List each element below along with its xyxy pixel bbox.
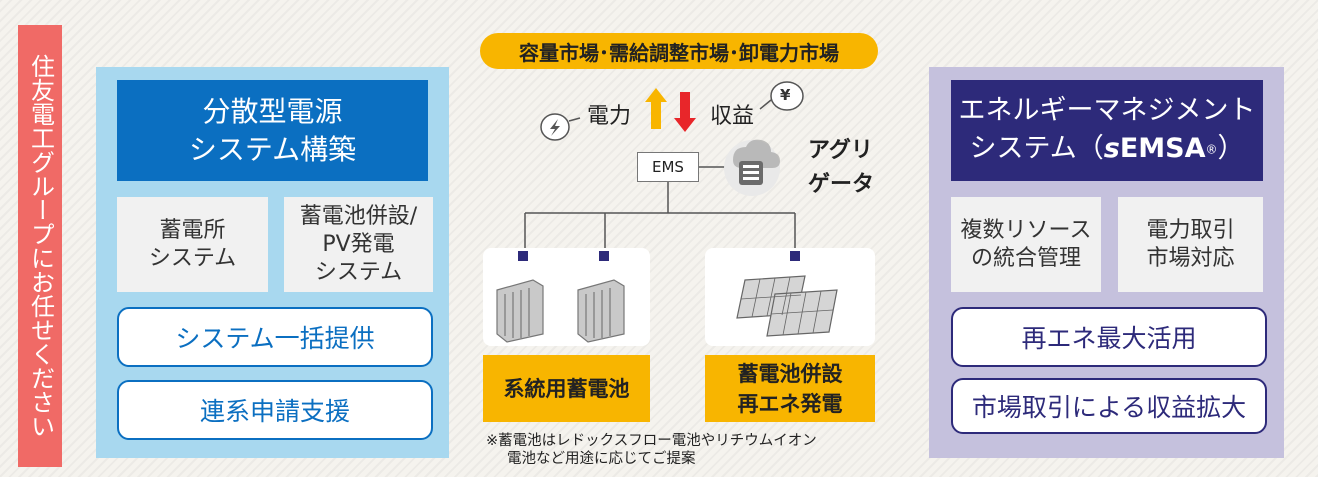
card-line: システム xyxy=(314,259,403,285)
solar-facility xyxy=(705,248,875,346)
grid-application-pill: 連系申請支援 xyxy=(117,380,433,440)
ems-title: エネルギーマネジメント システム（sEMSA®） xyxy=(951,80,1263,181)
title-part: ） xyxy=(1217,133,1245,165)
pv-storage-card: 蓄電池併設/ PV発電 システム xyxy=(284,197,433,292)
storage-station-card: 蓄電所 システム xyxy=(117,197,268,292)
aggregator-line: アグリ xyxy=(808,138,873,163)
card-line: 市場対応 xyxy=(1146,245,1235,271)
card-line: 電力取引 xyxy=(1146,217,1235,243)
multi-resource-card: 複数リソース の統合管理 xyxy=(951,197,1101,292)
card-line: 蓄電所 xyxy=(159,217,226,243)
label-line: 蓄電池併設 xyxy=(737,361,843,386)
label-line: 再エネ発電 xyxy=(737,391,843,416)
ems-box: EMS xyxy=(637,152,699,182)
markets-banner: 容量市場･需給調整市場･卸電力市場 xyxy=(480,33,878,69)
power-up-arrow xyxy=(645,88,667,129)
title-part: システム（ xyxy=(969,133,1104,165)
left-title-line2: システム構築 xyxy=(188,132,357,166)
power-label: 電力 xyxy=(587,104,632,129)
grid-battery-label: 系統用蓄電池 xyxy=(483,355,650,422)
group-banner: 住友電工グループにお任せください xyxy=(18,25,62,467)
left-title-line1: 分散型電源 xyxy=(202,94,343,128)
footnote-line2: 電池など用途に応じてご提案 xyxy=(507,451,696,467)
battery-renewable-label: 蓄電池併設 再エネ発電 xyxy=(705,355,875,422)
card-line: 複数リソース xyxy=(960,217,1092,243)
revenue-label: 収益 xyxy=(710,104,755,129)
right-title-line1: エネルギーマネジメント xyxy=(958,95,1256,127)
aggregator-label: アグリ ゲータ xyxy=(808,134,874,202)
revenue-expansion-pill: 市場取引による収益拡大 xyxy=(951,378,1267,434)
cloud-server-icon xyxy=(724,139,780,196)
distributed-power-title: 分散型電源 システム構築 xyxy=(117,80,428,181)
yen-symbol: ¥ xyxy=(780,86,791,104)
registered-mark: ® xyxy=(1205,142,1218,157)
battery-facility xyxy=(483,248,650,346)
yen-bubble-icon xyxy=(759,81,804,111)
title-emsa: EMSA xyxy=(1119,133,1206,165)
renewable-max-pill: 再エネ最大活用 xyxy=(951,307,1267,367)
system-bundle-pill: システム一括提供 xyxy=(117,307,433,367)
solar-panel-icon xyxy=(736,251,838,337)
title-s: s xyxy=(1103,133,1120,165)
lightning-icon xyxy=(540,113,581,141)
aggregator-line: ゲータ xyxy=(808,172,875,197)
battery-cabinet-icon xyxy=(496,251,625,343)
card-line: システム xyxy=(148,245,237,271)
power-trading-card: 電力取引 市場対応 xyxy=(1118,197,1263,292)
card-line: 蓄電池併設/ xyxy=(299,203,418,229)
footnote-line1: ※蓄電池はレドックスフロー電池やリチウムイオン xyxy=(486,433,817,449)
card-line: の統合管理 xyxy=(970,245,1081,271)
right-title-line2: システム（sEMSA®） xyxy=(970,130,1245,169)
card-line: PV発電 xyxy=(322,231,395,257)
revenue-down-arrow xyxy=(674,92,696,132)
